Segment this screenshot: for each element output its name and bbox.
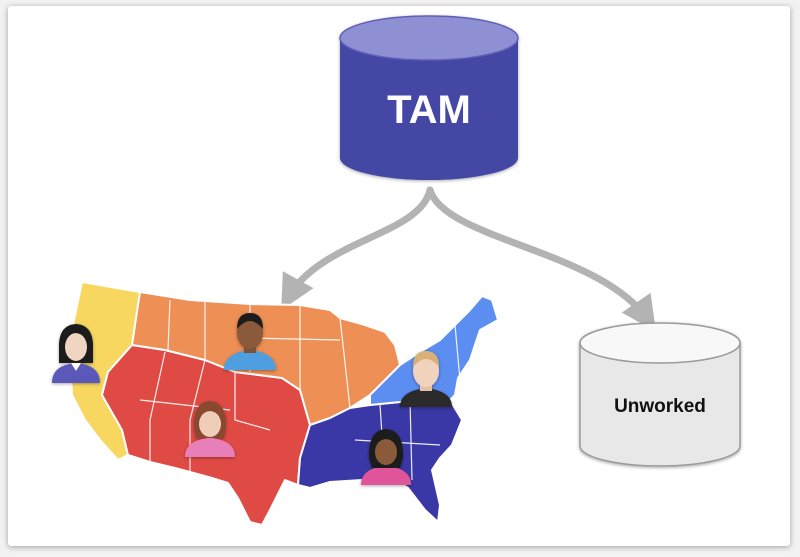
person-woman-purple-icon bbox=[52, 324, 100, 383]
person-man-blue-icon bbox=[224, 313, 276, 370]
person-woman-magenta-icon bbox=[361, 429, 411, 485]
arrows bbox=[281, 186, 656, 332]
person-man-black-icon bbox=[400, 351, 452, 407]
arrow-to-map bbox=[281, 186, 434, 311]
tam-label: TAM bbox=[387, 88, 471, 132]
unworked-label: Unworked bbox=[614, 396, 706, 417]
tam-database-icon bbox=[339, 15, 519, 180]
unworked-database-icon bbox=[579, 322, 741, 467]
arrow-to-unworked bbox=[426, 186, 656, 332]
person-woman-pink-icon bbox=[185, 401, 235, 457]
